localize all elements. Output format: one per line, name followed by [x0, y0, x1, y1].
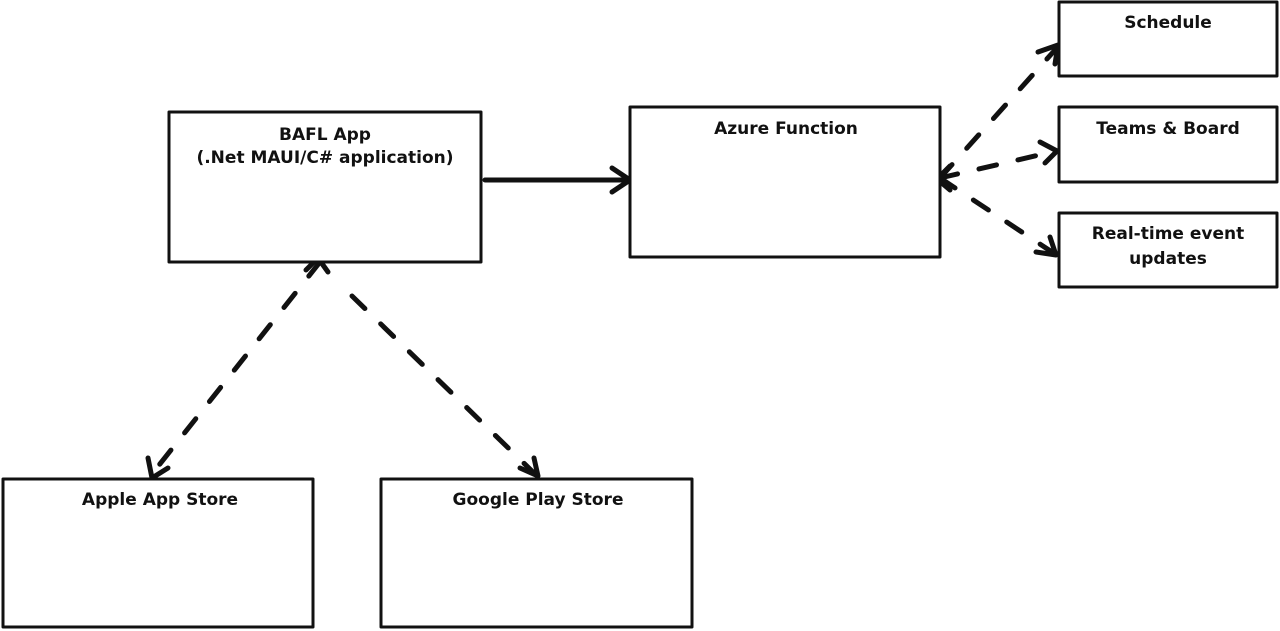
bafl-app-box	[167, 110, 483, 264]
arrowhead-realtime	[1033, 234, 1059, 258]
node-google-play: Google Play Store	[379, 477, 694, 629]
node-apple-store: Apple App Store	[1, 477, 315, 629]
teams-board-box	[1057, 105, 1279, 184]
bafl-app-title: BAFL App	[279, 125, 371, 145]
arrowhead-google	[517, 455, 541, 479]
edge-azure-to-schedule	[937, 47, 1058, 181]
edge-azure-to-realtime	[937, 175, 1055, 255]
schedule-box	[1057, 0, 1279, 78]
azure-function-box	[628, 105, 942, 259]
edge-azure-to-teams	[937, 149, 1055, 181]
teams-board-title: Teams & Board	[1096, 119, 1240, 139]
realtime-title-line2: updates	[1129, 249, 1207, 269]
node-schedule: Schedule	[1057, 0, 1279, 78]
edge-bafl-to-apple	[149, 259, 323, 477]
schedule-title: Schedule	[1124, 13, 1212, 33]
node-realtime: Real-time event updates	[1057, 211, 1279, 289]
edges	[145, 42, 1061, 481]
azure-function-title: Azure Function	[714, 119, 858, 139]
node-bafl-app: BAFL App (.Net MAUI/C# application)	[167, 110, 483, 264]
apple-store-title: Apple App Store	[82, 490, 238, 510]
apple-store-box	[1, 477, 315, 629]
google-play-title: Google Play Store	[453, 490, 624, 510]
realtime-title-line1: Real-time event	[1092, 224, 1244, 244]
node-azure-function: Azure Function	[628, 105, 942, 259]
bafl-app-subtitle: (.Net MAUI/C# application)	[196, 148, 453, 168]
arrowhead-teams	[1037, 139, 1060, 166]
realtime-box	[1057, 211, 1279, 289]
google-play-box	[379, 477, 694, 629]
edge-bafl-to-google	[349, 293, 538, 477]
node-teams-board: Teams & Board	[1057, 105, 1279, 184]
